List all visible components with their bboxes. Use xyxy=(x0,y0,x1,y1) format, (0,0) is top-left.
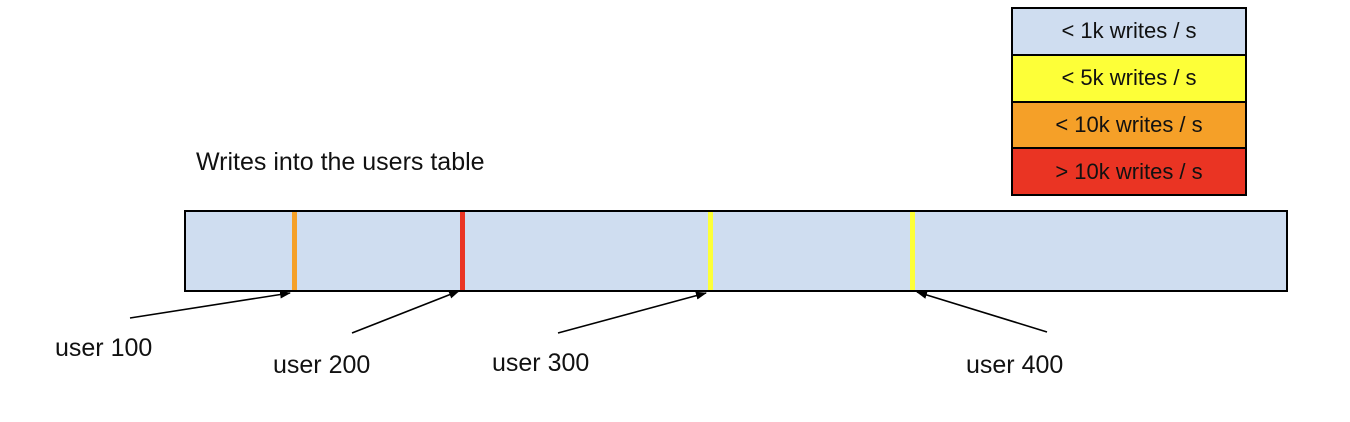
diagram-title: Writes into the users table xyxy=(196,148,485,176)
user-100-marker xyxy=(292,212,297,290)
user-300-marker xyxy=(708,212,713,290)
legend: < 1k writes / s < 5k writes / s < 10k wr… xyxy=(1011,7,1247,196)
legend-item-gt-10k: > 10k writes / s xyxy=(1013,147,1245,194)
label-user-300: user 300 xyxy=(492,349,590,377)
label-user-400: user 400 xyxy=(966,351,1064,379)
arrow-user-200 xyxy=(351,290,460,334)
user-400-marker xyxy=(910,212,915,290)
arrow-user-100 xyxy=(129,290,291,319)
arrow-user-400 xyxy=(916,291,1048,333)
users-table-bar xyxy=(184,210,1288,292)
legend-item-lt-10k: < 10k writes / s xyxy=(1013,100,1245,148)
user-200-marker xyxy=(460,212,465,290)
label-user-100: user 100 xyxy=(55,334,153,362)
legend-item-lt-1k: < 1k writes / s xyxy=(1013,9,1245,54)
label-user-200: user 200 xyxy=(273,351,371,379)
legend-item-lt-5k: < 5k writes / s xyxy=(1013,53,1245,101)
arrow-user-300 xyxy=(557,291,707,334)
